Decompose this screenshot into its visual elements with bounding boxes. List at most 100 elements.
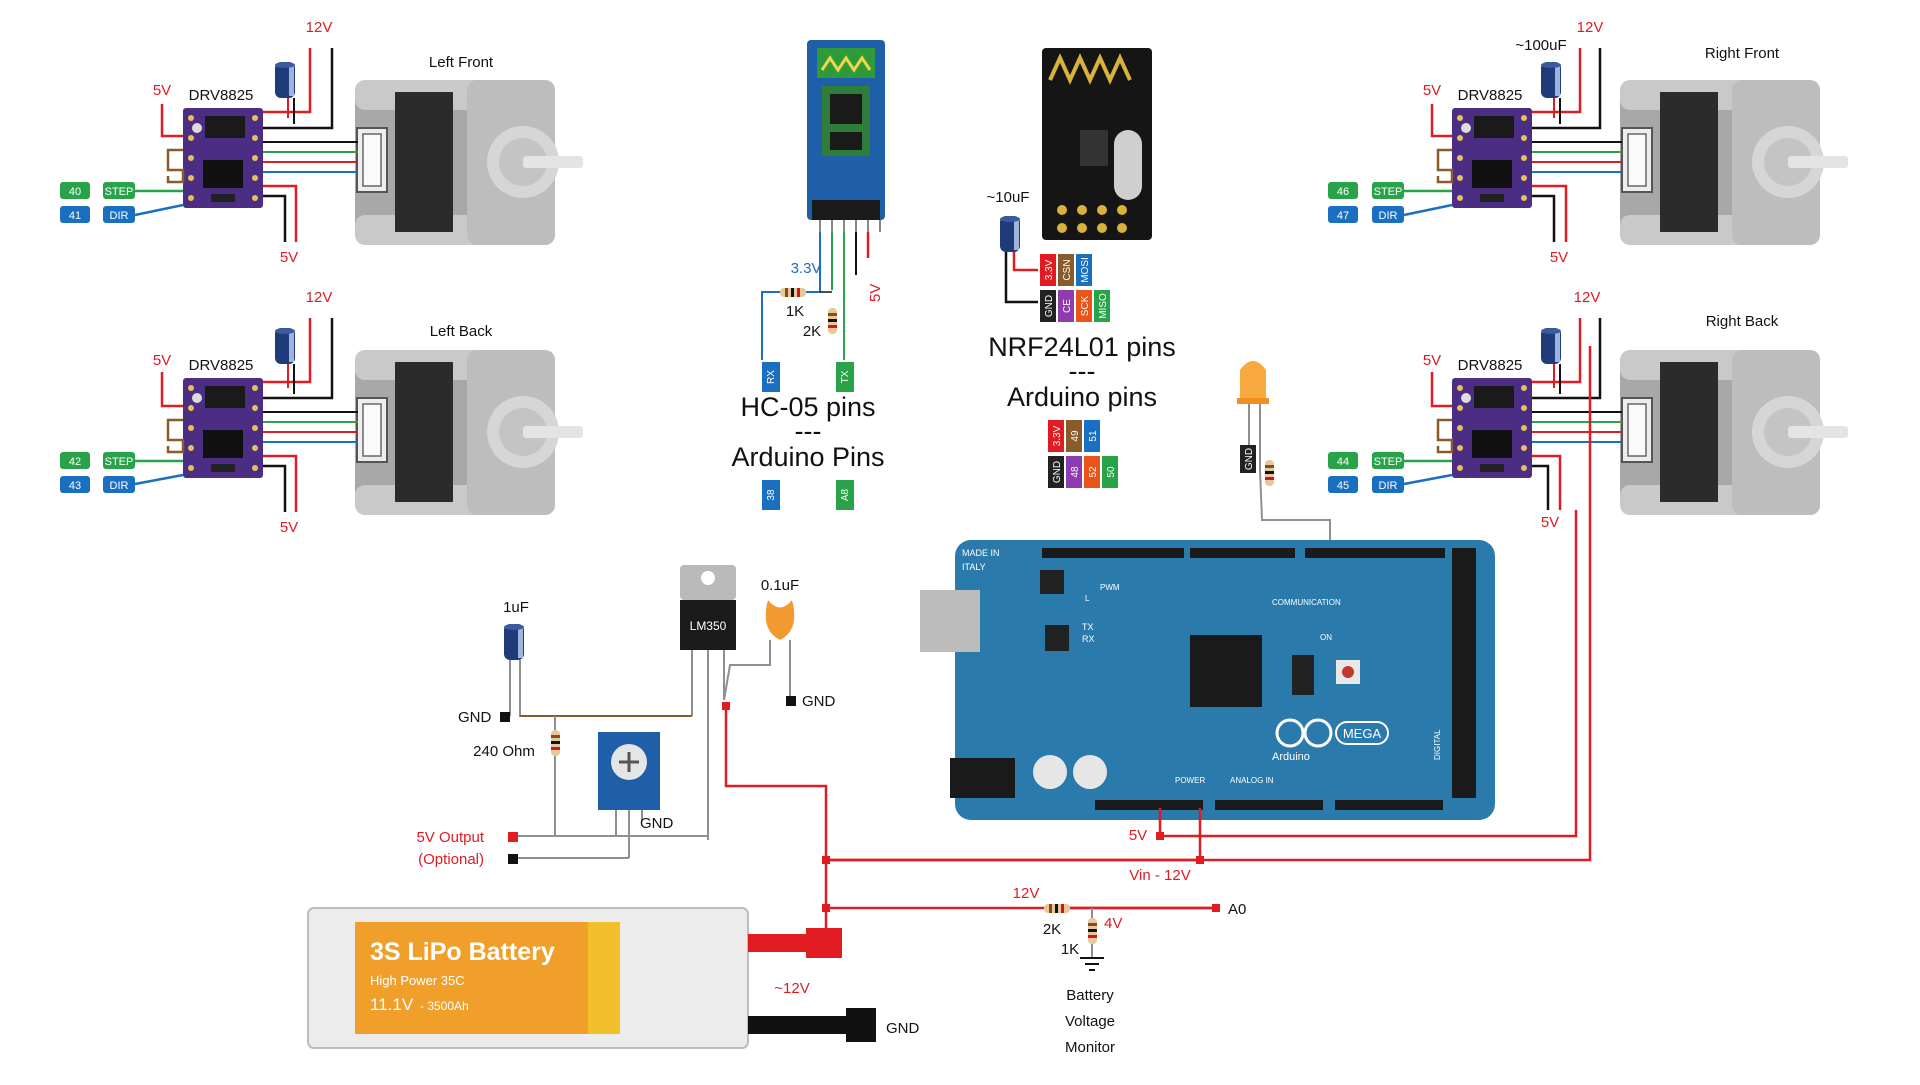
right-front-5v-bottom: 5V [1550,249,1568,266]
right-front-dir-label: DIR [1379,210,1398,222]
monitor-line2: Voltage [1065,1013,1115,1030]
left-back-dir-pin-badge [60,476,90,493]
reg-cap1-label: 1uF [503,599,529,616]
arduino-vin: Vin - 12V [1129,867,1190,884]
left-back-title: Left Back [430,323,493,340]
left-back-step-pin-badge [60,452,90,469]
arduino-power: POWER [1175,776,1205,785]
arduino-model: MEGA [1343,726,1382,741]
right-front-drv8825 [1452,108,1532,208]
led-resistor [1265,460,1274,486]
left-back-driver-label: DRV8825 [189,357,254,374]
left-front-capacitor [275,62,295,98]
lm350-body [680,600,736,650]
right-front-5v-top: 5V [1423,82,1441,99]
hc05-rx-badge [762,362,780,392]
left-front-5v-bottom: 5V [280,249,298,266]
nrf-ard-top-1: 49 [1070,430,1081,442]
reg-cap2-label: 0.1uF [761,577,799,594]
led-gnd: GND [1244,448,1255,470]
arduino-on: ON [1320,633,1332,642]
left-back-step-label: STEP [105,456,134,468]
monitor-line1: Battery [1066,987,1114,1004]
left-back-capacitor [275,328,295,364]
reg-cap1 [504,624,524,660]
left-back-dir-pin: 43 [69,480,81,492]
right-back-12v: 12V [1574,289,1601,306]
right-back-capacitor [1541,328,1561,364]
right-back-5v-bottom: 5V [1541,514,1559,531]
lipo-battery: 3S LiPo Battery High Power 35C 11.1V - 3… [307,907,920,1049]
hc05-resistor-1k [780,288,806,297]
nrf-ard-bottom-0: GND [1052,461,1063,483]
left-back-step-badge [103,452,135,469]
monitor-line3: Monitor [1065,1039,1115,1056]
motor-group-right-back: Right Back DRV8825 12V 5V 5V 44 STEP 45 … [1328,289,1849,531]
right-back-drv8825 [1452,378,1532,478]
left-front-dir-pin-badge [60,206,90,223]
arduino-digital: DIGITAL [1433,729,1442,760]
right-back-stepper-motor [1619,349,1849,516]
right-front-driver-label: DRV8825 [1458,87,1523,104]
right-back-step-pin-badge [1328,452,1358,469]
left-front-drv8825 [183,108,263,208]
right-back-dir-label: DIR [1379,480,1398,492]
nrf-ard-bottom-2: 52 [1088,466,1099,478]
arduino-pwm: PWM [1100,583,1120,592]
left-front-dir-badge [103,206,135,223]
hc05-arduino-title: Arduino Pins [731,442,884,472]
battery-sub: High Power 35C [370,973,465,988]
nrf-cap-label: ~10uF [987,189,1030,206]
nrf-ard-top-0: 3.3V [1052,425,1063,446]
nrf-title: NRF24L01 pins [988,332,1176,362]
right-back-dir-pin-badge [1328,476,1358,493]
right-front-dir-pin: 47 [1337,210,1349,222]
battery-positive-connector [806,928,842,958]
left-front-12v: 12V [306,19,333,36]
hc05-module: 3.3V 5V 1K 2K RX TX HC-05 pins --- Ardui… [731,40,885,510]
arduino-analog: ANALOG IN [1230,776,1274,785]
lm350-label: LM350 [690,619,727,633]
nrf-ard-bottom-1: 48 [1070,466,1081,478]
nrf-pin-top-0: 3.3V [1044,259,1055,280]
nrf-pin-bottom-2: SCK [1080,295,1091,316]
reg-gnd2: GND [802,693,836,710]
left-back-step-pin: 42 [69,456,81,468]
right-front-step-label: STEP [1374,186,1403,198]
battery-volts: 11.1V [370,995,414,1014]
left-back-dir-label: DIR [110,480,129,492]
motor-group-right-front: Right Front DRV8825 ~100uF 12V 5V 5V 46 … [1328,19,1849,266]
nrf-pin-top-2: MOSI [1080,257,1091,283]
arduino-communication: COMMUNICATION [1272,598,1341,607]
right-front-step-pin-badge [1328,182,1358,199]
left-front-step-label: STEP [105,186,134,198]
left-front-stepper-motor [354,79,584,246]
right-front-dir-pin-badge [1328,206,1358,223]
left-front-driver-label: DRV8825 [189,87,254,104]
hc05-tx-arduino: A8 [840,488,851,501]
right-back-dir-badge [1372,476,1404,493]
right-front-capacitor [1541,62,1561,98]
right-back-dir-pin: 45 [1337,480,1349,492]
motor-group-left-front: Left Front DRV8825 12V 5V 5V 40 STEP 41 … [60,19,584,266]
right-back-5v-top: 5V [1423,352,1441,369]
reg-cap2 [765,600,795,640]
left-front-dir-label: DIR [110,210,129,222]
monitor-resistor-2k [1044,904,1070,913]
nrf-arduino-title: Arduino pins [1007,382,1157,412]
nrf-pin-bottom-0: GND [1044,295,1055,317]
nrf-ard-top-2: 51 [1088,430,1099,442]
nrf-pin-bottom-1: CE [1062,299,1073,313]
left-front-step-badge [103,182,135,199]
hc05-tx: TX [840,370,851,383]
reg-resistor-label: 240 Ohm [473,743,535,760]
hc05-rx: RX [766,370,777,384]
reg-out2: (Optional) [418,851,484,868]
status-led: GND [1237,361,1331,545]
arduino-rx: RX [1082,634,1095,644]
led-body [1240,361,1266,400]
battery-negative-connector [846,1008,876,1042]
monitor-2k: 2K [1043,921,1061,938]
arduino-brand: Arduino [1272,751,1310,763]
